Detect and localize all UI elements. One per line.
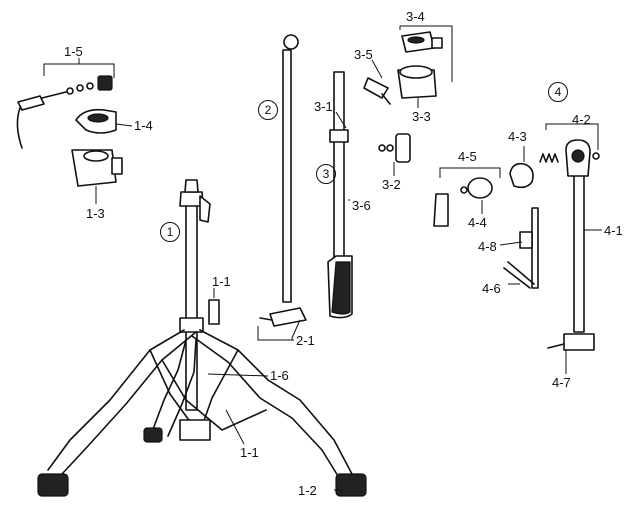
label-4-7: 4-7 — [552, 375, 571, 390]
clamp-1-4 — [75, 108, 117, 134]
group-1-circle: 1 — [160, 222, 180, 242]
knob-4-3 — [509, 162, 534, 189]
tripod-stand — [37, 179, 367, 497]
label-1-1-top: 1-1 — [212, 274, 231, 289]
label-1-3: 1-3 — [86, 206, 105, 221]
label-2-1: 2-1 — [296, 333, 315, 348]
label-1-5: 1-5 — [64, 44, 83, 59]
label-3-5: 3-5 — [354, 47, 373, 62]
group-3-circle: 3 — [316, 164, 336, 184]
wing-bolt-3-5 — [363, 77, 391, 105]
bolt-3-2 — [378, 133, 411, 163]
clamp-3-3 — [397, 65, 437, 99]
knob-4-4 — [460, 177, 493, 199]
label-3-2: 3-2 — [382, 177, 401, 192]
label-4-8: 4-8 — [478, 239, 497, 254]
clamp-1-3 — [71, 149, 123, 187]
label-4-1: 4-1 — [604, 223, 623, 238]
rod-4-6 — [503, 261, 535, 289]
group-4-circle: 4 — [548, 82, 568, 102]
rod-2 — [259, 34, 307, 327]
label-4-4: 4-4 — [468, 215, 487, 230]
label-4-6: 4-6 — [482, 281, 501, 296]
label-1-1-bottom: 1-1 — [240, 445, 259, 460]
clamp-assembly-1-5 — [16, 75, 113, 149]
label-4-5: 4-5 — [458, 149, 477, 164]
group-2-circle: 2 — [258, 100, 278, 120]
clamp-3-4 — [401, 31, 443, 53]
label-3-3: 3-3 — [412, 109, 431, 124]
label-1-2: 1-2 — [298, 483, 317, 498]
label-4-3: 4-3 — [508, 129, 527, 144]
label-1-6: 1-6 — [270, 368, 289, 383]
label-3-1: 3-1 — [314, 99, 333, 114]
label-1-4: 1-4 — [134, 118, 153, 133]
label-3-6: 3-6 — [352, 198, 371, 213]
rod-4-8 — [519, 207, 539, 289]
arm-4 — [547, 139, 595, 351]
label-3-4: 3-4 — [406, 9, 425, 24]
label-4-2: 4-2 — [572, 112, 591, 127]
bracket-4-5 — [433, 193, 449, 227]
rod-3 — [327, 71, 353, 319]
spring-4-2 — [539, 152, 600, 163]
leader-lines — [43, 25, 602, 491]
